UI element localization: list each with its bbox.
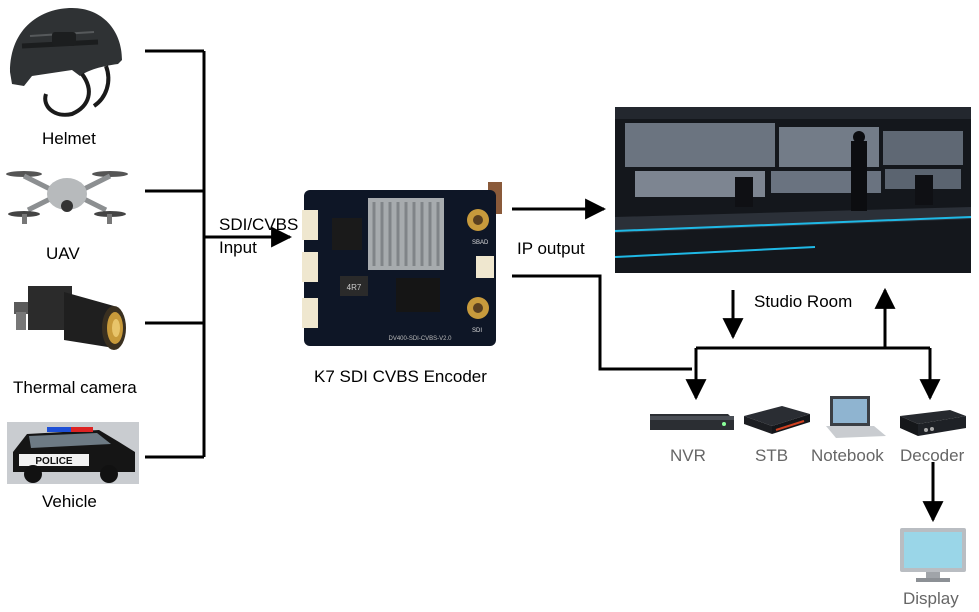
- display-label: Display: [903, 589, 959, 608]
- thermal-camera-label: Thermal camera: [13, 378, 137, 397]
- port-label-2: SDI: [472, 328, 482, 334]
- chip-marking: 4R7: [347, 283, 362, 292]
- input-label-line2: Input: [219, 238, 257, 257]
- decoder-label: Decoder: [900, 446, 965, 465]
- studio-room-photo: [615, 107, 971, 273]
- encoder-board: 4R7 SBAD SDI DV400-SDI-CVBS-V2.0: [302, 182, 502, 346]
- vehicle-label: Vehicle: [42, 492, 97, 511]
- studio-room-label: Studio Room: [754, 292, 853, 311]
- helmet-icon: [10, 8, 122, 117]
- thermal-camera-icon: [14, 286, 126, 350]
- decoder-icon: [900, 410, 966, 436]
- uav-icon: [6, 171, 128, 224]
- display-icon: [900, 528, 966, 582]
- stb-label: STB: [755, 446, 789, 465]
- ip-output-path: [512, 274, 692, 371]
- ip-output-label: IP output: [517, 239, 585, 258]
- stb-icon: [744, 406, 810, 434]
- vehicle-police-text: POLICE: [35, 456, 73, 467]
- police-vehicle-icon: POLICE: [7, 422, 139, 484]
- helmet-label: Helmet: [42, 129, 96, 148]
- nvr-label: NVR: [670, 446, 706, 465]
- encoder-caption: K7 SDI CVBS Encoder: [314, 367, 487, 386]
- notebook-label: Notebook: [811, 446, 884, 465]
- input-label-line1: SDI/CVBS: [219, 215, 299, 234]
- uav-label: UAV: [46, 244, 80, 263]
- notebook-icon: [826, 396, 886, 438]
- board-marking: DV400-SDI-CVBS-V2.0: [388, 336, 452, 342]
- port-label-1: SBAD: [472, 240, 489, 246]
- nvr-icon: [650, 414, 734, 430]
